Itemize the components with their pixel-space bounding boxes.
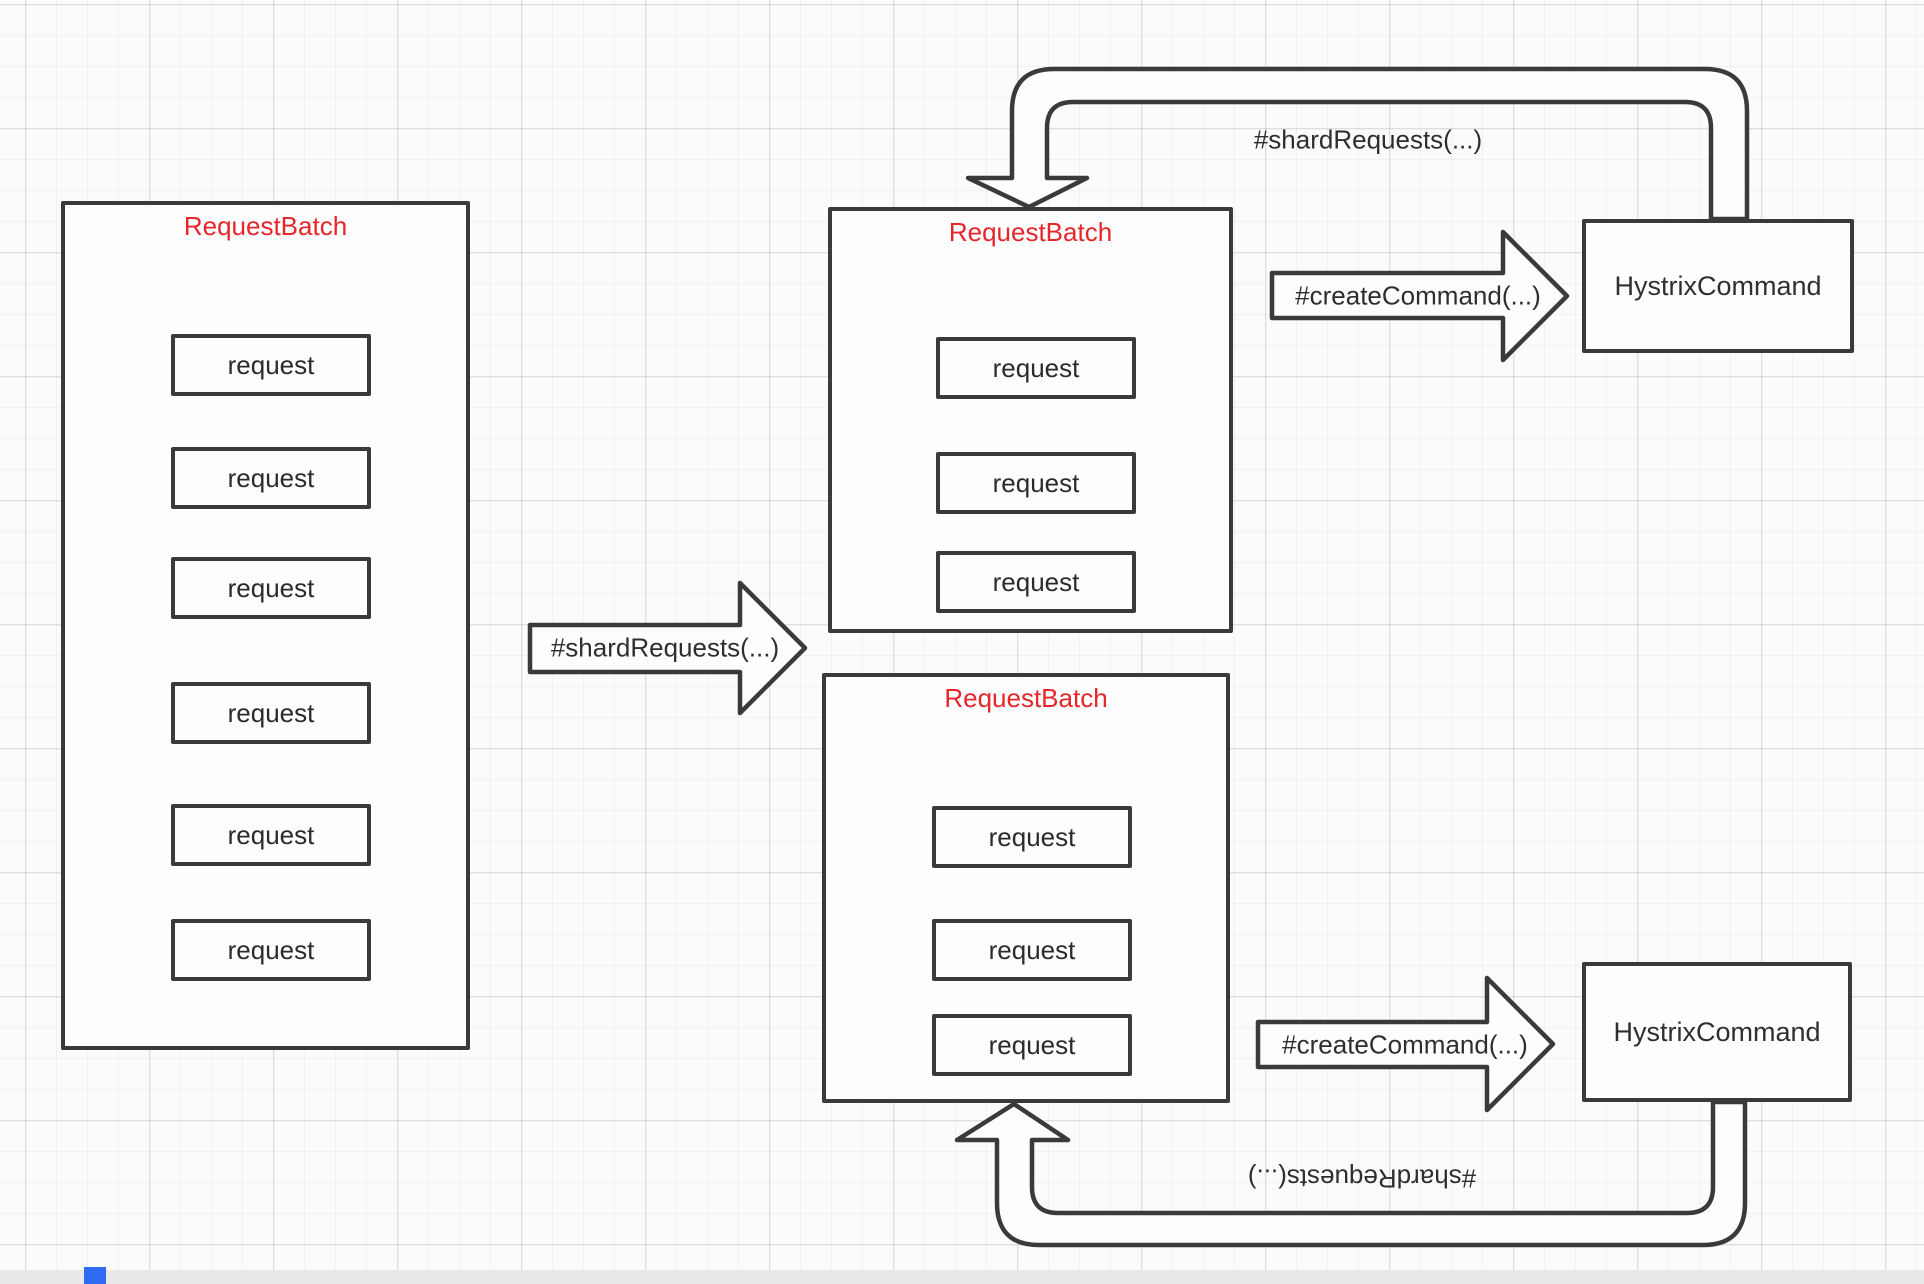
loop-arrow-bottom (954, 1099, 1748, 1248)
request-batch-upper-title: RequestBatch (948, 217, 1113, 247)
create-command-arrow-top (1269, 229, 1570, 363)
request-item: request (171, 557, 371, 619)
loop-arrow-top (965, 66, 1750, 222)
hystrix-command-top: HystrixCommand (1582, 219, 1854, 353)
request-item: request (171, 334, 371, 396)
request-item: request (932, 1014, 1132, 1076)
blue-marker (84, 1267, 106, 1284)
request-batch-upper: RequestBatch request request request (828, 207, 1233, 633)
shard-requests-arrow (527, 580, 808, 716)
bottom-bar (0, 1270, 1924, 1284)
request-batch-lower: RequestBatch request request request (822, 673, 1230, 1103)
create-command-arrow-bottom (1255, 975, 1556, 1113)
request-item: request (936, 337, 1136, 399)
request-item: request (171, 804, 371, 866)
hystrix-command-top-label: HystrixCommand (1614, 270, 1822, 301)
request-item: request (171, 682, 371, 744)
request-batch-lower-title: RequestBatch (944, 683, 1108, 713)
request-item: request (936, 551, 1136, 613)
hystrix-command-bottom-label: HystrixCommand (1613, 1016, 1821, 1047)
request-item: request (171, 447, 371, 509)
request-item: request (936, 452, 1136, 514)
shard-requests-label-top: #shardRequests(...) (1253, 124, 1483, 155)
create-command-label-bottom: #createCommand(...) (1282, 1029, 1528, 1060)
shard-requests-label-main: #shardRequests(...) (550, 632, 780, 663)
request-batch-left-title: RequestBatch (183, 211, 348, 241)
request-item: request (932, 919, 1132, 981)
request-item: request (932, 806, 1132, 868)
create-command-label-top: #createCommand(...) (1295, 280, 1541, 311)
request-batch-left: RequestBatch request request request req… (61, 201, 470, 1050)
shard-requests-label-bottom: #shardRequests(...) (1247, 1163, 1477, 1194)
request-item: request (171, 919, 371, 981)
hystrix-command-bottom: HystrixCommand (1582, 962, 1852, 1102)
